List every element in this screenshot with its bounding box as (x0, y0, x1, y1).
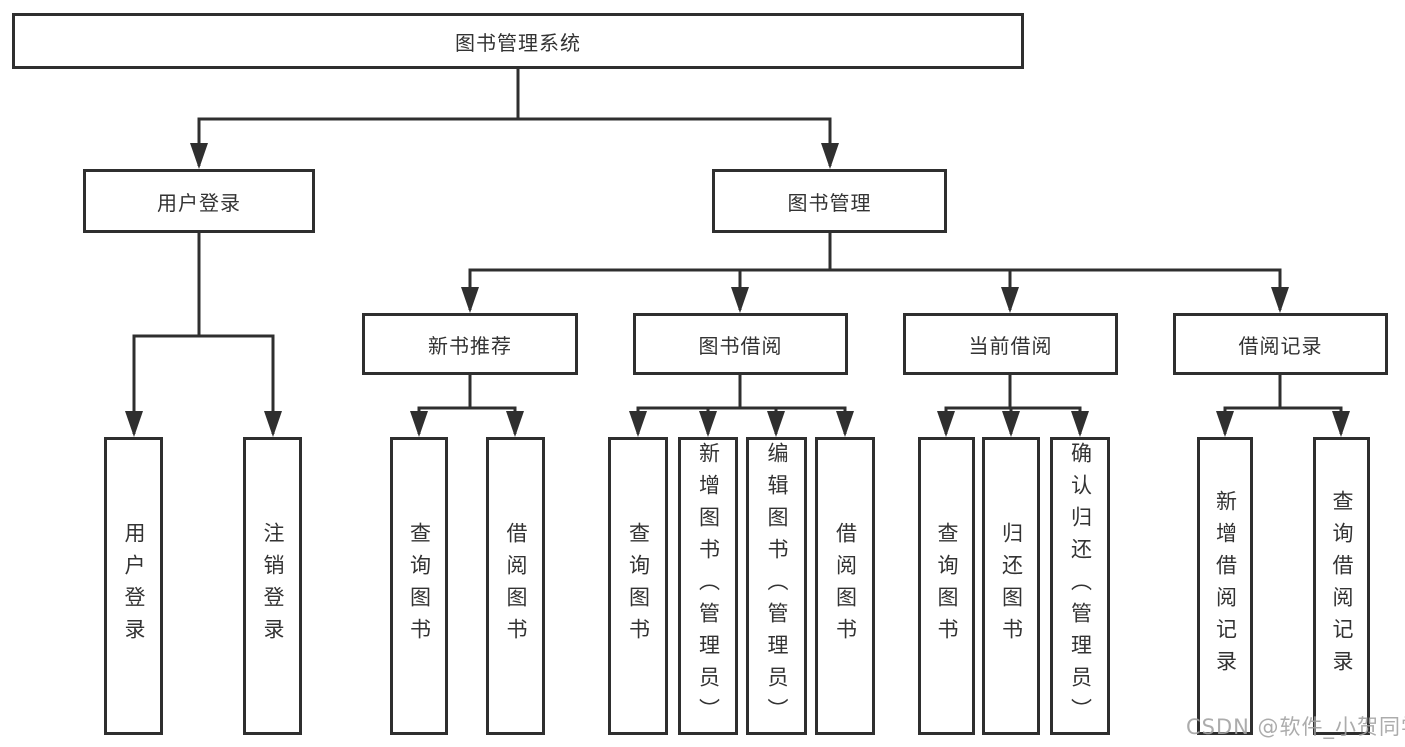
node-library-management-system: 图书管理系统 (12, 13, 1024, 69)
leaf-edit-book-admin: 编辑图书（管理员） (746, 437, 807, 735)
leaf-borrow-books-borrowing-label: 借阅图书 (833, 522, 858, 650)
leaf-user-login: 用户登录 (104, 437, 163, 735)
leaf-add-borrow-record: 新增借阅记录 (1197, 437, 1253, 735)
leaf-logout-login-label: 注销登录 (261, 522, 285, 650)
leaf-query-books-current: 查询图书 (918, 437, 975, 735)
leaf-query-books-recommend: 查询图书 (390, 437, 448, 735)
leaf-add-borrow-record-label: 新增借阅记录 (1213, 490, 1238, 682)
csdn-watermark: CSDN @软件_小贺同学 (1186, 715, 1405, 739)
leaf-logout-login: 注销登录 (243, 437, 302, 735)
leaf-borrow-books-borrowing: 借阅图书 (815, 437, 875, 735)
leaf-query-books-current-label: 查询图书 (935, 522, 959, 650)
leaf-query-books-recommend-label: 查询图书 (407, 522, 432, 650)
leaf-query-books-borrowing: 查询图书 (608, 437, 668, 735)
node-new-book-recommendation: 新书推荐 (362, 313, 578, 375)
leaf-query-borrow-record-label: 查询借阅记录 (1330, 490, 1354, 682)
leaf-borrow-books-recommend-label: 借阅图书 (504, 522, 528, 650)
leaf-confirm-return-admin-label: 确认归还（管理员） (1068, 442, 1093, 730)
node-borrowing-records: 借阅记录 (1173, 313, 1388, 375)
leaf-add-book-admin: 新增图书（管理员） (678, 437, 738, 735)
leaf-query-books-borrowing-label: 查询图书 (626, 522, 651, 650)
leaf-edit-book-admin-label: 编辑图书（管理员） (765, 442, 789, 730)
node-book-management: 图书管理 (712, 169, 947, 233)
leaf-borrow-books-recommend: 借阅图书 (486, 437, 545, 735)
leaf-query-borrow-record: 查询借阅记录 (1313, 437, 1370, 735)
leaf-add-book-admin-label: 新增图书（管理员） (696, 442, 721, 730)
node-user-login: 用户登录 (83, 169, 315, 233)
node-current-borrowing: 当前借阅 (903, 313, 1118, 375)
leaf-return-book: 归还图书 (982, 437, 1040, 735)
leaf-confirm-return-admin: 确认归还（管理员） (1050, 437, 1110, 735)
leaf-user-login-label: 用户登录 (122, 522, 146, 650)
node-book-borrowing: 图书借阅 (633, 313, 848, 375)
leaf-return-book-label: 归还图书 (999, 522, 1024, 650)
